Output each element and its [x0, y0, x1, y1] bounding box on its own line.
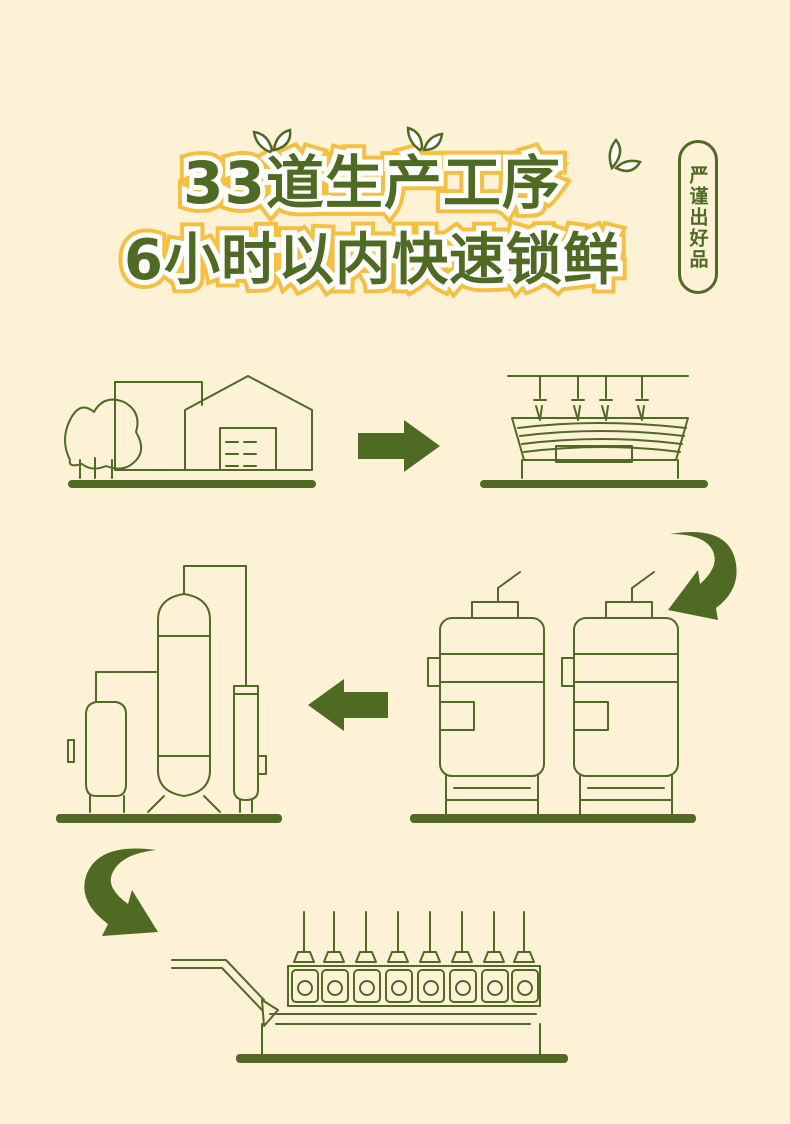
page-title-line1: 33道生产工序	[178, 144, 565, 222]
arrow-right-icon	[358, 420, 440, 472]
page-title-line2: 6小时以内快速锁鲜	[119, 223, 624, 298]
quality-badge: 严谨出好品	[678, 140, 718, 294]
leaf-left-icon	[252, 128, 292, 154]
packaging-line-icon	[171, 911, 568, 1063]
arrow-left-icon	[308, 679, 388, 731]
title-line2-outline: 6小时以内快速锁鲜	[115, 219, 628, 302]
factory-icon	[64, 375, 316, 488]
title-line1-outline: 33道生产工序	[174, 140, 569, 226]
processing-towers-icon	[56, 565, 282, 823]
curved-arrow-right-icon	[84, 848, 158, 936]
curved-arrow-down-icon	[668, 532, 737, 620]
package-row	[291, 911, 539, 1003]
badge-label: 严谨出好品	[686, 164, 709, 270]
washing-machine-icon	[480, 375, 708, 488]
sterilization-tanks-icon	[410, 571, 696, 823]
leaf-right-icon	[608, 138, 642, 173]
leaf-mid-icon	[406, 126, 444, 152]
